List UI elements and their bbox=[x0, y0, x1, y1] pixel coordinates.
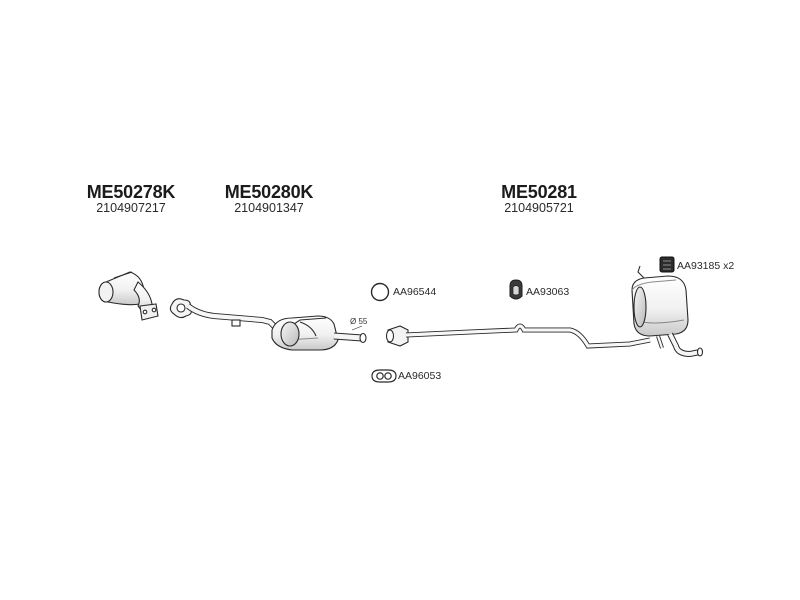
part-oem-number: 2104901347 bbox=[234, 200, 304, 215]
part-label-2: ME50280K 2104901347 bbox=[204, 183, 334, 215]
gasket-label: AA96053 bbox=[398, 370, 442, 382]
downpipe-catalytic-converter[interactable] bbox=[169, 298, 367, 351]
clamp-label: AA93063 bbox=[526, 286, 570, 298]
part-oem-number: 2104905721 bbox=[504, 200, 574, 215]
hanger-icon bbox=[659, 256, 675, 273]
ring-icon bbox=[370, 282, 390, 302]
part-label-3: ME50281 2104905721 bbox=[474, 183, 604, 215]
part-label-1: ME50278K 2104907217 bbox=[66, 183, 196, 215]
gasket-icon bbox=[371, 369, 397, 383]
hanger-label: AA93185 x2 bbox=[677, 260, 735, 272]
rear-silencer-assembly[interactable] bbox=[385, 265, 704, 358]
part-code: ME50281 bbox=[501, 182, 577, 202]
front-catalytic-converter[interactable] bbox=[98, 271, 159, 321]
part-code: ME50278K bbox=[86, 182, 176, 202]
ring-label: AA96544 bbox=[393, 286, 437, 298]
part-code: ME50280K bbox=[224, 182, 314, 202]
clamp-icon bbox=[509, 279, 523, 300]
part-oem-number: 2104907217 bbox=[96, 200, 166, 215]
diameter-label: Ø 55 bbox=[350, 317, 368, 326]
